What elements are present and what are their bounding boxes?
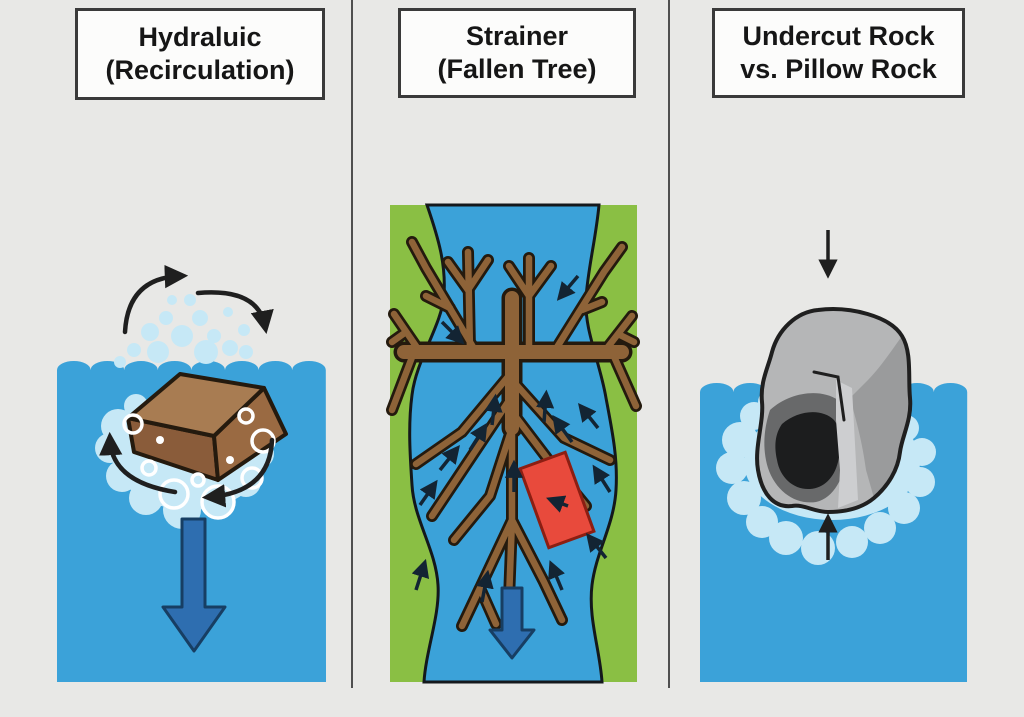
hydraulic-illustration [57,264,326,682]
title-line: Hydraluic [138,22,262,53]
panel-title-strainer: Strainer (Fallen Tree) [398,8,636,98]
title-line: Strainer [465,21,569,52]
undercut-rock-illustration [700,230,968,682]
rotation-arrow-bottom-left-icon [99,431,178,495]
downward-current-arrow-icon [161,517,227,653]
rock-icon [755,307,913,514]
panel-divider [668,0,670,688]
panel-title-hydraulic: Hydraluic (Recirculation) [75,8,325,100]
rotation-arrow-top-left-icon [122,264,189,335]
strainer-illustration [354,203,670,684]
panel-divider [351,0,353,688]
flow-arrows [411,274,612,603]
title-line: (Recirculation) [105,55,295,85]
rotation-arrow-bottom-icon [201,437,275,508]
title-line: vs. Pillow Rock [740,54,937,84]
downstream-arrow-icon [488,586,536,660]
panel-title-undercut: Undercut Rock vs. Pillow Rock [712,8,965,98]
title-line: Undercut Rock [742,21,935,52]
undercut-cavity-icon [775,412,841,490]
title-line: (Fallen Tree) [437,54,597,84]
rotation-arrow-top-right-icon [195,290,274,335]
